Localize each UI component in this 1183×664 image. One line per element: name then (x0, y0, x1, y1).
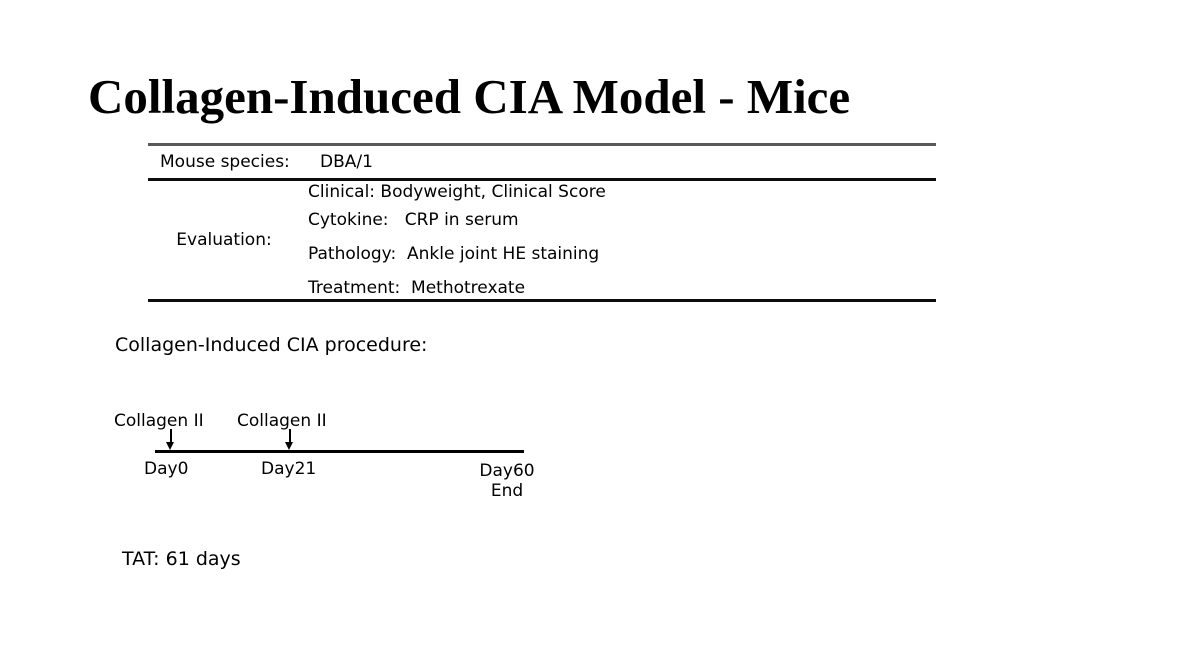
arrow-shaft (170, 429, 172, 445)
arrow-head (166, 442, 174, 450)
procedure-heading: Collagen-Induced CIA procedure: (115, 334, 428, 356)
evaluation-values: Clinical: Bodyweight, Clinical Score Cyt… (300, 178, 936, 302)
mouse-species-value: DBA/1 (320, 152, 373, 172)
down-arrow-icon (285, 429, 294, 452)
arrow-head (285, 442, 293, 450)
table-border-middle (148, 178, 936, 181)
evaluation-label: Evaluation: (176, 230, 272, 250)
info-table: Mouse species: DBA/1 Evaluation: Clinica… (148, 143, 936, 302)
evaluation-cytokine: Cytokine: CRP in serum (308, 210, 519, 230)
timeline-event-label-1: Collagen II (114, 411, 204, 431)
evaluation-clinical: Clinical: Bodyweight, Clinical Score (308, 182, 606, 202)
timeline-axis-line (155, 450, 524, 453)
timeline-day-label-0: Day0 (144, 459, 189, 479)
timeline-day-label-60: Day60 (479, 461, 535, 481)
evaluation-treatment: Treatment: Methotrexate (308, 278, 526, 298)
page-title: Collagen-Induced CIA Model - Mice (88, 69, 851, 124)
tat-note: TAT: 61 days (122, 548, 241, 570)
timeline-day-label-21: Day21 (261, 459, 317, 479)
timeline-end-note: End (490, 481, 524, 501)
table-row: Mouse species: DBA/1 (148, 146, 936, 178)
evaluation-pathology: Pathology: Ankle joint HE staining (308, 244, 600, 264)
timeline-event-label-2: Collagen II (237, 411, 327, 431)
timeline-diagram: Collagen II Collagen II Day0 Day21 Day60… (0, 400, 1183, 510)
arrow-shaft (289, 429, 291, 445)
down-arrow-icon (166, 429, 175, 452)
table-border-bottom (148, 299, 936, 302)
mouse-species-label: Mouse species: (160, 152, 290, 172)
table-border-top (148, 143, 936, 146)
table-row: Evaluation: Clinical: Bodyweight, Clinic… (148, 181, 936, 299)
